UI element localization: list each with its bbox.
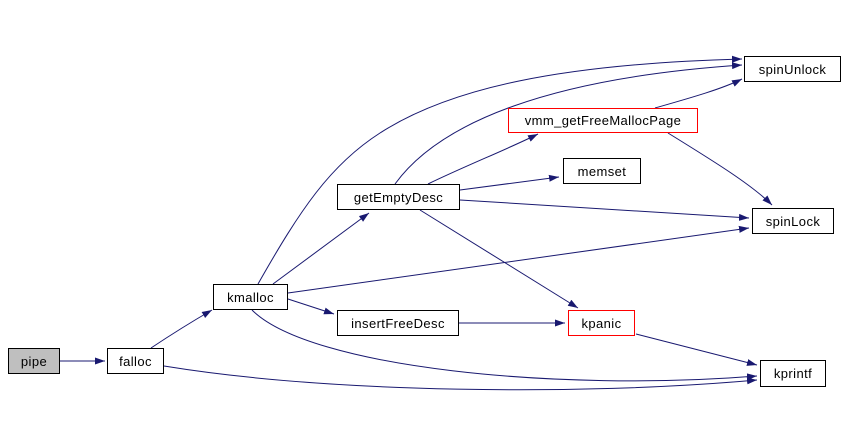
edge-vmm_getFreeMallocPage-to-spinLock <box>667 132 773 206</box>
edge-kmalloc-to-insertFreeDesc <box>287 298 335 315</box>
node-getEmptyDesc[interactable]: getEmptyDesc <box>337 184 460 210</box>
node-spinUnlock[interactable]: spinUnlock <box>744 56 841 82</box>
edge-group <box>60 55 773 391</box>
edge-falloc-to-kprintf <box>163 365 758 391</box>
edge-falloc-to-kmalloc <box>150 309 213 349</box>
edge-getEmptyDesc-to-kpanic <box>419 209 579 309</box>
edge-kpanic-to-kprintf <box>635 333 758 366</box>
node-pipe: pipe <box>8 348 60 374</box>
node-memset[interactable]: memset <box>563 158 641 184</box>
edge-getEmptyDesc-to-spinLock <box>459 199 750 221</box>
edge-getEmptyDesc-to-spinUnlock <box>394 62 743 185</box>
edge-kmalloc-to-spinUnlock <box>257 55 743 285</box>
node-insertFreeDesc[interactable]: insertFreeDesc <box>337 310 459 336</box>
edge-vmm_getFreeMallocPage-to-spinUnlock <box>654 78 743 109</box>
node-kprintf[interactable]: kprintf <box>760 360 826 387</box>
node-vmm_getFreeMallocPage[interactable]: vmm_getFreeMallocPage <box>508 108 698 133</box>
node-kmalloc[interactable]: kmalloc <box>213 284 288 310</box>
edge-getEmptyDesc-to-memset <box>459 174 560 191</box>
edge-kmalloc-to-getEmptyDesc <box>272 212 370 285</box>
edge-kmalloc-to-spinLock <box>287 225 750 294</box>
node-spinLock[interactable]: spinLock <box>752 208 834 234</box>
node-kpanic[interactable]: kpanic <box>568 310 635 336</box>
node-falloc[interactable]: falloc <box>107 348 164 374</box>
edge-kmalloc-to-kprintf <box>251 309 758 382</box>
edge-getEmptyDesc-to-vmm_getFreeMallocPage <box>427 133 539 185</box>
